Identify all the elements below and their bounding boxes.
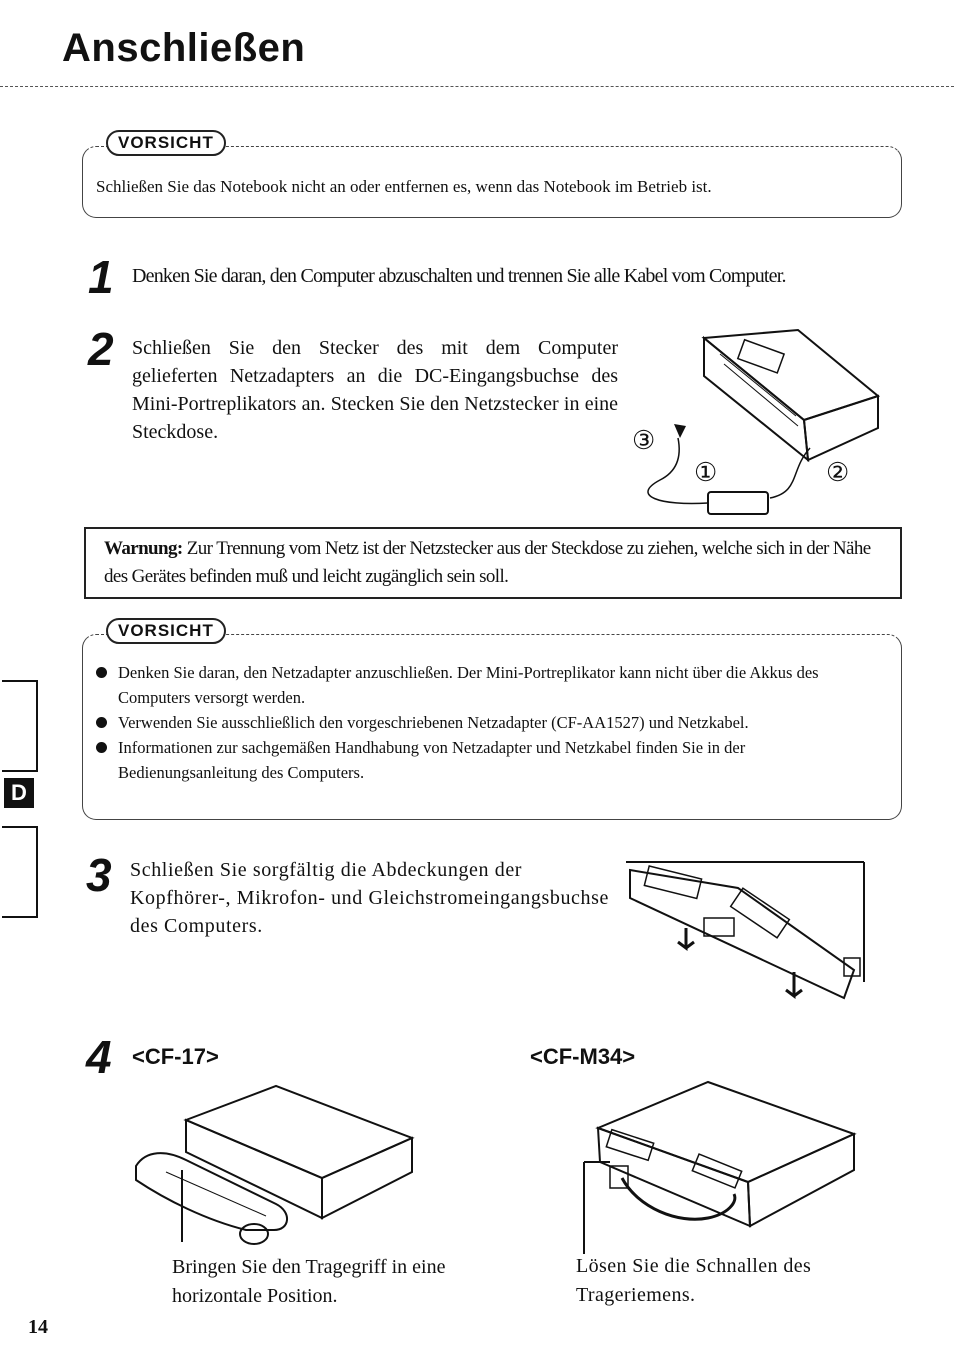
caption-cfm34: Lösen Sie die Schnallen des Trageriemens… (576, 1255, 812, 1306)
page-number: 14 (28, 1316, 48, 1338)
warning-text: Warnung: Zur Trennung vom Netz ist der N… (104, 535, 890, 591)
section-tab: D (4, 778, 34, 808)
step-number-3: 3 (86, 849, 112, 901)
model-label-cf17: <CF-17> (132, 1044, 219, 1069)
cf17-handle-illustration (126, 1080, 416, 1250)
cfm34-strap-illustration (578, 1078, 868, 1258)
mini-port-replicator-illustration (620, 320, 890, 520)
step-number-1: 1 (88, 251, 114, 303)
page-title: Anschließen (62, 26, 306, 70)
side-tab-line-bottom (2, 826, 38, 918)
caution-box-2 (82, 634, 902, 820)
title-divider (0, 86, 954, 87)
step-text-1: Denken Sie daran, den Computer abzuschal… (132, 265, 787, 287)
caution-item: Informationen zur sachgemäßen Handhabung… (94, 735, 882, 785)
side-tab-line-top (2, 680, 38, 772)
warning-body: Zur Trennung vom Netz ist der Netzstecke… (104, 538, 871, 587)
callout-1: ① (694, 458, 718, 487)
computer-rear-illustration (622, 858, 870, 1006)
step-number-2: 2 (88, 323, 114, 375)
caution-box-1 (82, 146, 902, 218)
step-text-3: Schließen Sie sorgfältig die Abdeckungen… (130, 859, 609, 937)
caution-text-1: Schließen Sie das Notebook nicht an oder… (96, 177, 712, 196)
caution-item: Verwenden Sie ausschließlich den vorgesc… (94, 710, 882, 735)
callout-2: ② (826, 458, 850, 487)
caution-list-2: Denken Sie daran, den Netzadapter anzusc… (94, 660, 882, 785)
step-number-4: 4 (86, 1031, 112, 1083)
callout-3: ③ (632, 426, 656, 455)
caution-badge-1: VORSICHT (106, 130, 226, 156)
caution-badge-2: VORSICHT (106, 618, 226, 644)
caption-cf17: Bringen Sie den Tragegriff in eine horiz… (172, 1256, 446, 1307)
step-text-2: Schließen Sie den Stecker des mit dem Co… (132, 337, 618, 443)
model-label-cfm34: <CF-M34> (530, 1044, 636, 1069)
warning-box (84, 527, 902, 599)
warning-label: Warnung: (104, 538, 183, 559)
caution-item: Denken Sie daran, den Netzadapter anzusc… (94, 660, 882, 710)
